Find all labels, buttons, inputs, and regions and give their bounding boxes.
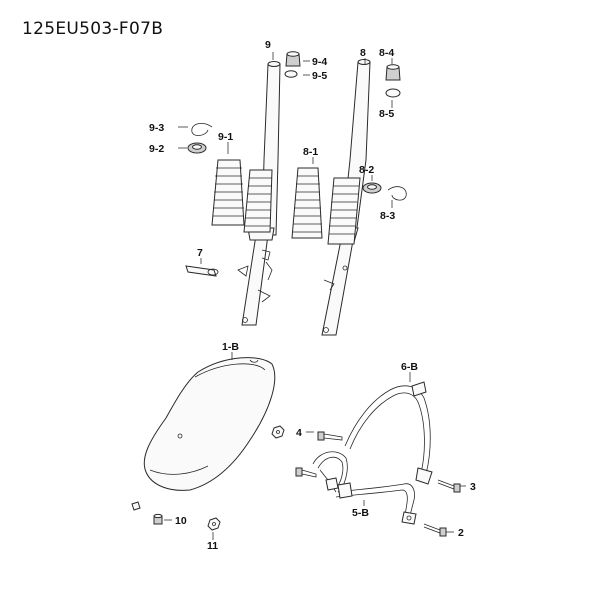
part-8-2-oil-seal[interactable]	[362, 182, 382, 194]
part-9-1-fork-boot-left[interactable]	[211, 159, 245, 226]
part-6-B-fender-brace[interactable]	[344, 381, 433, 485]
diagram-code: 125EU503-F07B	[22, 19, 164, 39]
part-4-bolt-lower[interactable]	[295, 467, 317, 478]
callout-8-4: 8-4	[379, 47, 394, 59]
leader-lines	[164, 52, 466, 540]
part-4-bolt[interactable]	[317, 431, 343, 441]
part-9-1-fork-boot-mounted[interactable]	[243, 169, 273, 233]
callout-9-3: 9-3	[149, 122, 164, 134]
part-8-1-fork-boot-mounted[interactable]	[327, 177, 361, 245]
callout-9-1: 9-1	[218, 131, 233, 143]
callout-3: 3	[470, 481, 476, 493]
callout-8-5: 8-5	[379, 108, 394, 120]
callout-8-1: 8-1	[303, 146, 318, 158]
part-5-B-fender-stay[interactable]	[312, 451, 417, 525]
callout-8-3: 8-3	[380, 210, 395, 222]
callout-4: 4	[296, 427, 302, 439]
part-9-5-o-ring[interactable]	[284, 70, 298, 78]
callout-9-5: 9-5	[312, 70, 327, 82]
part-9-4-fork-top-bolt[interactable]	[285, 51, 301, 67]
part-10-washer-nut[interactable]	[153, 513, 163, 525]
part-1-B-front-fender[interactable]	[143, 357, 276, 491]
part-9-2-oil-seal[interactable]	[187, 142, 207, 154]
part-8-5-o-ring[interactable]	[385, 88, 401, 98]
part-3-bolt[interactable]	[437, 479, 461, 493]
callout-6-B: 6-B	[401, 361, 418, 373]
callout-1-B: 1-B	[222, 341, 239, 353]
callout-2: 2	[458, 527, 464, 539]
part-nut[interactable]	[271, 425, 285, 439]
callout-9-2: 9-2	[149, 143, 164, 155]
callout-8: 8	[360, 47, 366, 59]
part-2-bolt[interactable]	[423, 523, 447, 537]
callout-5-B: 5-B	[352, 507, 369, 519]
part-clip-small[interactable]	[131, 501, 141, 511]
part-8-3-clip[interactable]	[387, 186, 407, 201]
callout-9: 9	[265, 39, 271, 51]
callout-9-4: 9-4	[312, 56, 327, 68]
part-8-4-fork-top-bolt[interactable]	[385, 64, 401, 81]
part-7-hose-clip[interactable]	[185, 265, 219, 277]
callout-10: 10	[175, 515, 187, 527]
part-9-3-clip[interactable]	[191, 122, 213, 136]
part-8-1-fork-boot-left[interactable]	[291, 167, 323, 239]
callout-8-2: 8-2	[359, 164, 374, 176]
part-11-nut[interactable]	[207, 517, 221, 531]
callout-7: 7	[197, 247, 203, 259]
callout-11: 11	[207, 540, 218, 552]
